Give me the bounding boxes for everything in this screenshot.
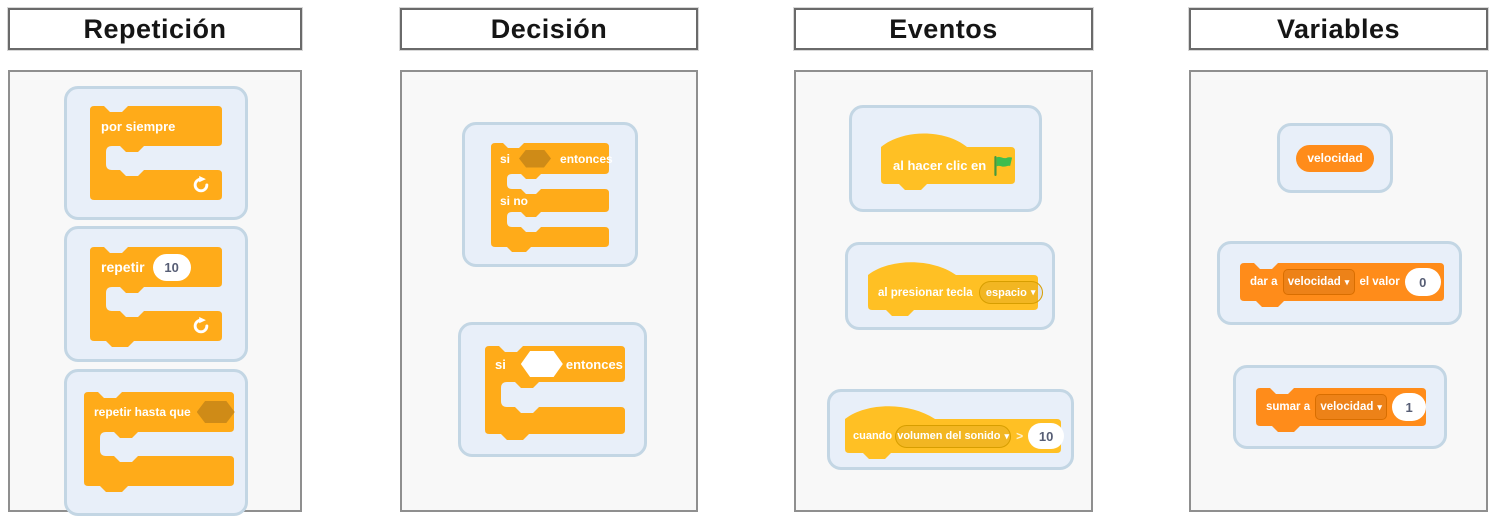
card-por-siempre: por siempre [64,86,248,220]
dropdown-value: velocidad [1287,276,1341,288]
block-al-hacer-clic[interactable]: al hacer clic en [881,133,1015,190]
column-variables: Variables velocidad dar a velocidad ▾ el… [1189,0,1488,529]
card-cuando-volumen: cuando volumen del sonido ▾ > 10 [827,389,1074,470]
column-repeticion: Repetición por siempre [8,0,302,529]
c-block-shape [90,106,222,200]
variable-pill-velocidad[interactable]: velocidad [1296,144,1374,172]
block-label-entonces: entonces [565,356,623,372]
block-label-si: si [495,356,506,372]
block-label: dar a [1250,276,1278,288]
block-si-sino[interactable]: si entonces si no [491,143,613,253]
block-al-presionar-tecla[interactable]: al presionar tecla espacio ▾ [868,262,1043,316]
block-label: al presionar tecla [878,286,973,299]
card-si-sino: si entonces si no [462,122,638,267]
variable-dropdown[interactable]: velocidad ▾ [1282,269,1355,295]
header-decision: Decisión [400,8,698,50]
loop-arrow-icon [193,317,209,334]
block-repetir-hasta-que[interactable]: repetir hasta que [84,392,235,493]
block-label: cuando [853,430,893,442]
header-decision-label: Decisión [490,13,608,44]
number-input[interactable]: 1 [1392,393,1427,421]
card-sumar-a: sumar a velocidad ▾ 1 [1233,365,1447,449]
boolean-slot[interactable] [519,149,552,168]
card-velocidad: velocidad [1277,123,1393,193]
header-eventos: Eventos [794,8,1093,50]
card-dar-a: dar a velocidad ▾ el valor 0 [1217,241,1462,325]
header-eventos-label: Eventos [889,13,998,44]
c-block-shape [84,392,234,492]
c-block-shape [485,346,625,440]
block-label: repetir [101,259,145,275]
card-si-entonces: si entonces [458,322,647,457]
number-input[interactable]: 0 [1404,268,1441,296]
dropdown-value: velocidad [1320,401,1374,413]
dropdown-arrow-icon: ▾ [1377,401,1382,412]
block-sumar-a[interactable]: sumar a velocidad ▾ 1 [1256,388,1427,432]
block-si-entonces[interactable]: si entonces [485,346,625,440]
panel-decision: si entonces si no si entonces [400,70,698,512]
block-label-si: si [500,151,511,166]
green-flag-icon [994,155,1013,176]
card-repetir-hasta-que: repetir hasta que [64,369,248,516]
stack-block-shape [1256,388,1426,432]
stack-block-shape [1240,263,1444,307]
header-repeticion-label: Repetición [83,13,227,44]
loop-arrow-icon [193,176,209,193]
header-variables: Variables [1189,8,1488,50]
card-al-hacer-clic: al hacer clic en [849,105,1042,212]
dropdown-value: espacio [985,286,1027,299]
block-label: repetir hasta que [94,405,191,419]
block-label-entonces: entonces [560,151,613,166]
block-cuando-volumen[interactable]: cuando volumen del sonido ▾ > 10 [845,405,1065,459]
boolean-slot-empty[interactable] [520,351,563,377]
panel-variables: velocidad dar a velocidad ▾ el valor 0 [1189,70,1488,512]
block-repetir[interactable]: repetir 10 [90,247,222,348]
block-label: sumar a [1266,401,1311,413]
column-decision: Decisión si entonces si no [400,0,698,529]
column-eventos: Eventos al hacer clic en [794,0,1093,529]
card-al-presionar-tecla: al presionar tecla espacio ▾ [845,242,1055,330]
block-label-sino: si no [500,193,529,208]
header-variables-label: Variables [1276,13,1401,44]
header-repeticion: Repetición [8,8,302,50]
variable-label: velocidad [1307,151,1363,165]
sensor-dropdown[interactable]: volumen del sonido ▾ [895,424,1012,448]
operator-label: > [1016,429,1024,443]
dropdown-arrow-icon: ▾ [1004,430,1010,441]
block-por-siempre[interactable]: por siempre [90,106,222,200]
card-repetir: repetir 10 [64,226,248,362]
block-label: por siempre [101,118,176,134]
boolean-slot[interactable] [196,401,235,423]
block-dar-a[interactable]: dar a velocidad ▾ el valor 0 [1240,263,1444,307]
block-label: al hacer clic en [893,158,987,173]
hat-block-shape [868,262,1038,316]
variable-dropdown[interactable]: velocidad ▾ [1315,394,1388,420]
e-block-shape [491,143,609,252]
key-dropdown[interactable]: espacio ▾ [978,281,1043,304]
dropdown-arrow-icon: ▾ [1030,287,1036,297]
dropdown-value: volumen del sonido [897,430,1001,442]
number-input[interactable]: 10 [1028,423,1065,449]
block-label-suffix: el valor [1359,276,1400,288]
number-input[interactable]: 10 [152,253,191,281]
panel-eventos: al hacer clic en al presionar tecla espa… [794,70,1093,512]
panel-repeticion: por siempre repetir 10 [8,70,302,516]
hat-block-shape [881,133,1015,190]
dropdown-arrow-icon: ▾ [1344,276,1350,287]
